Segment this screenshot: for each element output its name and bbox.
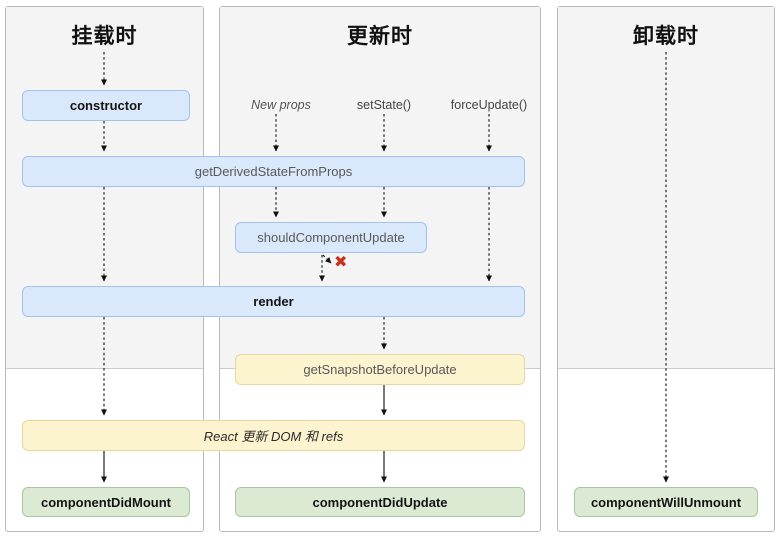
column-title-mounting: 挂载时 bbox=[71, 25, 138, 48]
box-should-component-update[interactable]: shouldComponentUpdate bbox=[235, 222, 427, 253]
column-title-updating: 更新时 bbox=[347, 25, 413, 48]
box-render[interactable]: render bbox=[22, 286, 525, 317]
box-component-did-mount[interactable]: componentDidMount bbox=[22, 487, 190, 517]
trigger-new-props: New props bbox=[251, 98, 311, 112]
box-react-updates-dom-and-refs: React 更新 DOM 和 refs bbox=[22, 420, 525, 451]
box-component-will-unmount[interactable]: componentWillUnmount bbox=[574, 487, 758, 517]
render-phase-background-unmounting bbox=[558, 7, 774, 369]
column-unmounting: 卸载时 bbox=[557, 6, 775, 532]
box-constructor[interactable]: constructor bbox=[22, 90, 190, 121]
box-component-did-update[interactable]: componentDidUpdate bbox=[235, 487, 525, 517]
trigger-force-update: forceUpdate() bbox=[450, 98, 528, 112]
cancel-x-icon: ✖ bbox=[334, 254, 348, 271]
column-mounting: 挂载时 bbox=[5, 6, 204, 532]
column-title-unmounting: 卸载时 bbox=[633, 25, 699, 48]
box-get-snapshot-before-update[interactable]: getSnapshotBeforeUpdate bbox=[235, 354, 525, 385]
box-get-derived-state-from-props[interactable]: getDerivedStateFromProps bbox=[22, 156, 525, 187]
trigger-set-state: setState() bbox=[356, 98, 412, 112]
column-updating: 更新时 bbox=[219, 6, 541, 532]
